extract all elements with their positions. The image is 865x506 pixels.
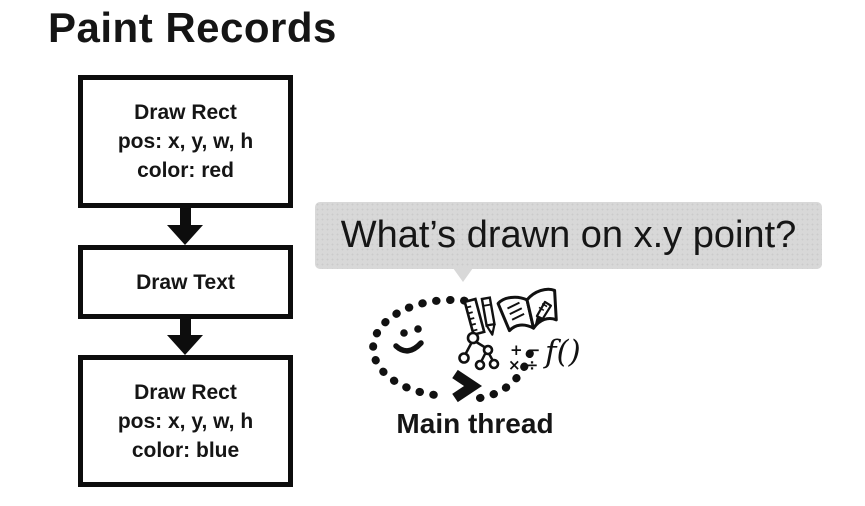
dotted-loop-icon	[369, 295, 469, 400]
open-book-icon	[496, 287, 558, 333]
box-line: Draw Rect	[134, 101, 237, 124]
box-line: color: blue	[131, 438, 240, 462]
box-line: pos: x, y, w, h	[117, 130, 254, 153]
box-line: Draw Rect	[134, 380, 237, 404]
page-title: Paint Records	[48, 4, 337, 51]
speech-bubble-text: What’s drawn on x.y point?	[340, 214, 797, 256]
svg-text:+ −: + −	[510, 341, 540, 359]
speech-bubble: What’s drawn on x.y point?	[315, 202, 822, 269]
function-notation-icon: f()	[543, 334, 581, 370]
arrow-head	[167, 335, 203, 355]
arrow-stem	[180, 319, 191, 335]
main-thread-doodle: + − × ÷ f()	[369, 287, 581, 403]
smiley-face-icon	[393, 325, 424, 354]
arrow-head	[167, 225, 203, 245]
flow-box-draw-rect-blue: Draw Rect pos: x, y, w, h color: blue	[78, 355, 293, 487]
arrowhead-icon	[452, 369, 483, 403]
arrow-stem	[180, 208, 191, 225]
pencil-icon	[480, 296, 496, 336]
speech-bubble-tail-icon	[453, 268, 473, 282]
box-line: pos: x, y, w, h	[117, 409, 254, 433]
node-tree-icon	[458, 331, 500, 371]
flow-box-draw-text: Draw Text	[78, 245, 293, 319]
svg-text:× ÷: × ÷	[508, 356, 538, 374]
down-arrow-icon	[167, 208, 204, 245]
box-line: Draw Text	[136, 270, 235, 294]
ruler-icon	[463, 297, 486, 337]
down-arrow-icon	[167, 319, 204, 355]
math-symbols-icon: + − × ÷	[508, 341, 540, 374]
flow-box-draw-rect-red: Draw Rect pos: x, y, w, h color: red	[78, 75, 293, 208]
box-line: color: red	[137, 159, 234, 182]
main-thread-label: Main thread	[396, 408, 554, 439]
